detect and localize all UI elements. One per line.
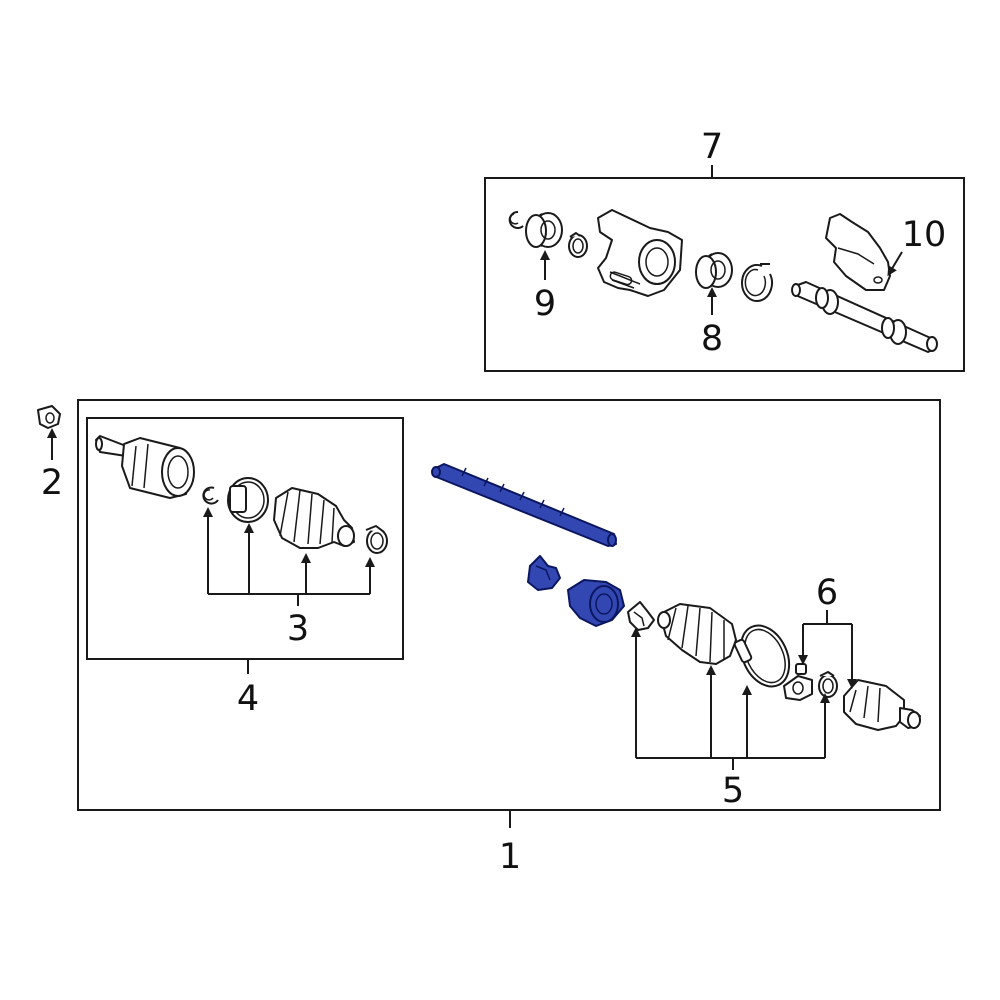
inboard-joint-housing[interactable] (843, 679, 921, 731)
bearing-9[interactable] (525, 212, 563, 248)
bracket-6 (798, 610, 857, 689)
inner-joint-spider[interactable] (567, 579, 625, 627)
inboard-snap-ring[interactable] (818, 671, 838, 698)
intermediate-shaft[interactable] (791, 281, 938, 353)
snap-ring-upper[interactable] (740, 263, 773, 302)
callout-3[interactable]: 3 (287, 609, 309, 649)
circlip-upper[interactable] (508, 210, 524, 229)
bracket-5 (631, 627, 830, 770)
leader-10 (887, 251, 903, 277)
callout-10[interactable]: 10 (902, 215, 947, 255)
box-7 (484, 177, 965, 372)
inner-shaft[interactable] (431, 463, 617, 547)
callout-4[interactable]: 4 (237, 679, 259, 719)
dust-seal-2[interactable] (37, 405, 61, 429)
outboard-circlip[interactable] (202, 486, 219, 505)
inboard-boot-band-large[interactable] (732, 618, 799, 695)
heat-shield-10[interactable] (825, 213, 891, 291)
outboard-boot[interactable] (273, 487, 355, 549)
callout-9[interactable]: 9 (534, 284, 556, 324)
box-4 (86, 417, 404, 660)
outboard-joint[interactable] (95, 435, 195, 499)
callout-7[interactable]: 7 (701, 127, 723, 167)
inner-joint-clip[interactable] (527, 555, 561, 591)
callout-2[interactable]: 2 (41, 463, 63, 503)
clamp-ring-upper[interactable] (568, 232, 588, 258)
callout-1[interactable]: 1 (499, 837, 521, 877)
outboard-boot-band-large[interactable] (227, 477, 269, 523)
inboard-circlip[interactable] (627, 601, 655, 631)
inboard-boot[interactable] (657, 603, 737, 665)
bearing-8[interactable] (695, 252, 733, 289)
callout-6[interactable]: 6 (816, 573, 838, 613)
bearing-support-bracket[interactable] (597, 209, 683, 297)
callout-8[interactable]: 8 (701, 319, 723, 359)
callout-5[interactable]: 5 (722, 771, 744, 811)
box-1 (77, 399, 941, 811)
bracket-3 (203, 507, 375, 606)
outboard-boot-band-small[interactable] (365, 525, 388, 554)
inboard-tripod[interactable] (783, 663, 813, 701)
